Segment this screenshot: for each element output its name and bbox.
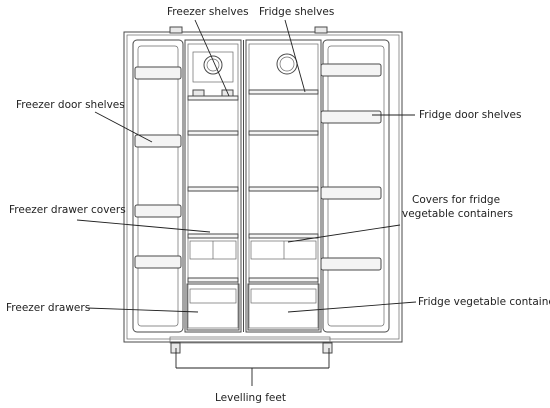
- label-covers-fridge-veg-line2: vegetable containers: [402, 208, 513, 220]
- refrigerator-drawing: [123, 26, 403, 354]
- label-freezer-shelves: Freezer shelves: [167, 6, 249, 18]
- labels: Freezer shelves Fridge shelves Freezer d…: [6, 6, 550, 404]
- label-freezer-drawers: Freezer drawers: [6, 302, 90, 314]
- label-freezer-drawer-covers: Freezer drawer covers: [9, 204, 126, 216]
- label-levelling-feet: Levelling feet: [215, 392, 286, 404]
- label-freezer-door-shelves: Freezer door shelves: [16, 99, 125, 111]
- label-fridge-vegetable-containers: Fridge vegetable containers: [418, 296, 550, 308]
- label-fridge-shelves: Fridge shelves: [259, 6, 334, 18]
- label-covers-fridge-veg-line1: Covers for fridge: [412, 194, 500, 206]
- leader-lines: [76, 19, 417, 386]
- label-fridge-door-shelves: Fridge door shelves: [419, 109, 521, 121]
